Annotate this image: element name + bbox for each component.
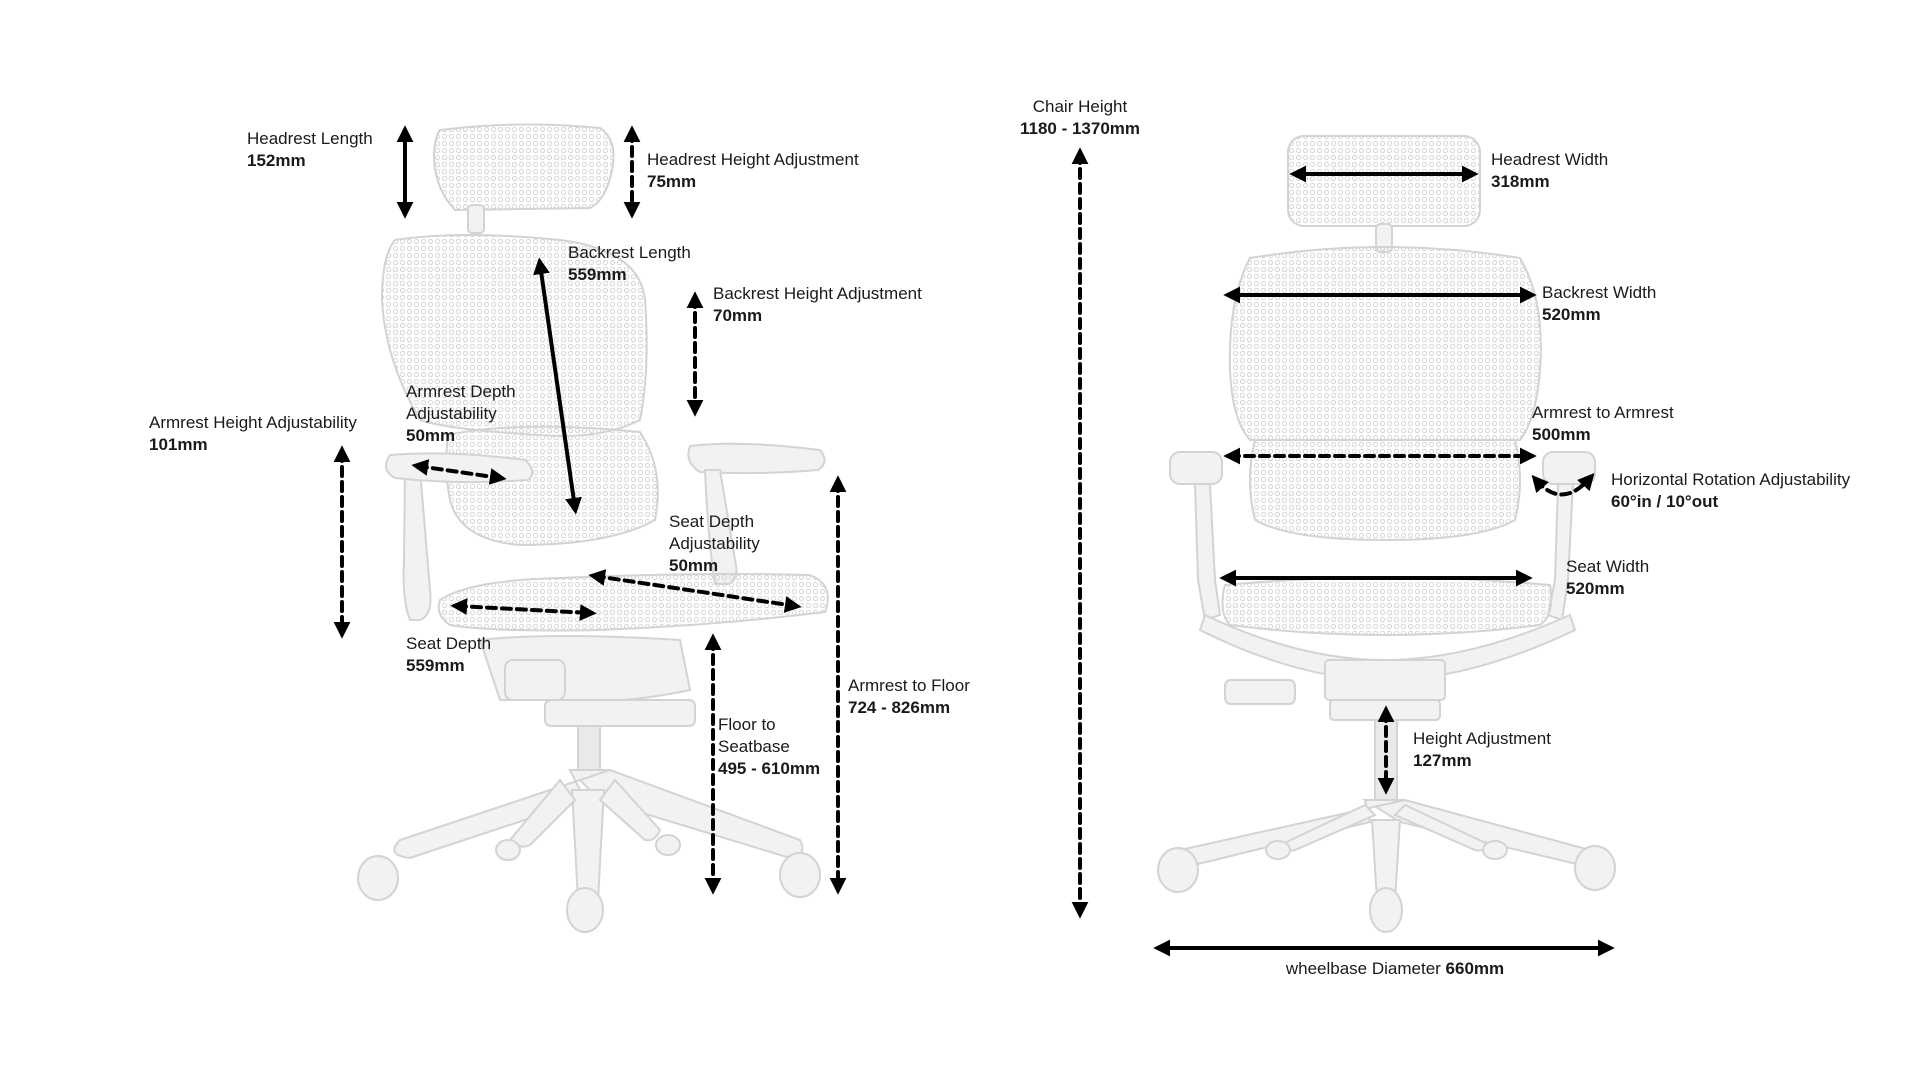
armrest-to-armrest-label: Armrest to Armrest 500mm (1532, 402, 1674, 446)
seat-depth-adjustability-arrow (588, 569, 802, 613)
backrest-height-adjustment-label: Backrest Height Adjustment 70mm (713, 283, 922, 327)
backrest-width-text: Backrest Width (1542, 283, 1657, 302)
armrest-to-armrest-value: 500mm (1532, 425, 1591, 444)
seat-depth-adjustability-text-2: Adjustability (669, 534, 760, 553)
backrest-length-text: Backrest Length (568, 243, 691, 262)
armrest-depth-adjustability-text-1: Armrest Depth (406, 382, 516, 401)
horizontal-rotation-label: Horizontal Rotation Adjustability 60°in … (1611, 469, 1850, 513)
seat-depth-adjustability-text-1: Seat Depth (669, 512, 755, 531)
backrest-length-value: 559mm (568, 265, 627, 284)
horizontal-rotation-value: 60°in / 10°out (1611, 492, 1719, 511)
front-view-chair (1157, 135, 1616, 933)
headrest-length-text: Headrest Length (247, 129, 373, 148)
height-adjustment-text: Height Adjustment (1413, 729, 1551, 748)
chair-height-text: Chair Height (1032, 97, 1128, 116)
headrest-height-adjustment-text: Headrest Height Adjustment (647, 150, 859, 169)
backrest-height-adjustment-value: 70mm (713, 306, 763, 325)
seat-depth-label: Seat Depth 559mm (406, 633, 491, 677)
armrest-to-floor-label: Armrest to Floor 724 - 826mm (848, 675, 970, 719)
seat-depth-adjustability-value: 50mm (669, 556, 719, 575)
seat-depth-adjustability-label: Seat Depth Adjustability 50mm (669, 511, 760, 577)
chair-height-value: 1180 - 1370mm (1019, 119, 1141, 138)
floor-to-seatbase-text-1: Floor to (718, 715, 776, 734)
headrest-width-label: Headrest Width 318mm (1491, 149, 1608, 193)
headrest-height-adjustment-value: 75mm (647, 172, 697, 191)
headrest-width-text: Headrest Width (1491, 150, 1609, 169)
armrest-depth-adjustability-label: Armrest Depth Adjustability 50mm (406, 381, 516, 447)
wheelbase-diameter-value: 660mm (1445, 959, 1505, 978)
horizontal-rotation-text: Horizontal Rotation Adjustability (1611, 470, 1851, 489)
armrest-depth-adjustability-arrow (411, 459, 507, 485)
headrest-length-value: 152mm (247, 151, 306, 170)
floor-to-seatbase-label: Floor to Seatbase 495 - 610mm (718, 714, 820, 780)
seat-width-text: Seat Width (1566, 557, 1650, 576)
seat-depth-text: Seat Depth (406, 634, 492, 653)
armrest-to-floor-text: Armrest to Floor (848, 676, 970, 695)
headrest-width-value: 318mm (1491, 172, 1550, 191)
armrest-to-armrest-text: Armrest to Armrest (1532, 403, 1674, 422)
armrest-to-floor-value: 724 - 826mm (848, 698, 951, 717)
seat-depth-arrow (450, 598, 597, 621)
armrest-height-adjustability-text: Armrest Height Adjustability (149, 413, 357, 432)
backrest-width-value: 520mm (1542, 305, 1601, 324)
armrest-height-adjustability-value: 101mm (149, 435, 208, 454)
backrest-length-arrow (533, 257, 582, 515)
armrest-depth-adjustability-value: 50mm (406, 426, 456, 445)
chair-height-label: Chair Height 1180 - 1370mm (1000, 96, 1160, 140)
floor-to-seatbase-value: 495 - 610mm (718, 759, 821, 778)
backrest-length-label: Backrest Length 559mm (568, 242, 691, 286)
wheelbase-diameter-label: wheelbase Diameter 660mm (1230, 958, 1560, 980)
height-adjustment-value: 127mm (1413, 751, 1472, 770)
floor-to-seatbase-text-2: Seatbase (718, 737, 790, 756)
seat-width-label: Seat Width 520mm (1566, 556, 1649, 600)
headrest-height-adjustment-label: Headrest Height Adjustment 75mm (647, 149, 859, 193)
height-adjustment-label: Height Adjustment 127mm (1413, 728, 1551, 772)
horizontal-rotation-arrow (1531, 472, 1595, 497)
armrest-height-adjustability-label: Armrest Height Adjustability 101mm (149, 412, 357, 456)
headrest-length-label: Headrest Length 152mm (247, 128, 373, 172)
armrest-depth-adjustability-text-2: Adjustability (406, 404, 497, 423)
backrest-height-adjustment-text: Backrest Height Adjustment (713, 284, 922, 303)
seat-depth-value: 559mm (406, 656, 465, 675)
wheelbase-diameter-text: wheelbase Diameter (1285, 959, 1446, 978)
seat-width-value: 520mm (1566, 579, 1625, 598)
backrest-width-label: Backrest Width 520mm (1542, 282, 1656, 326)
